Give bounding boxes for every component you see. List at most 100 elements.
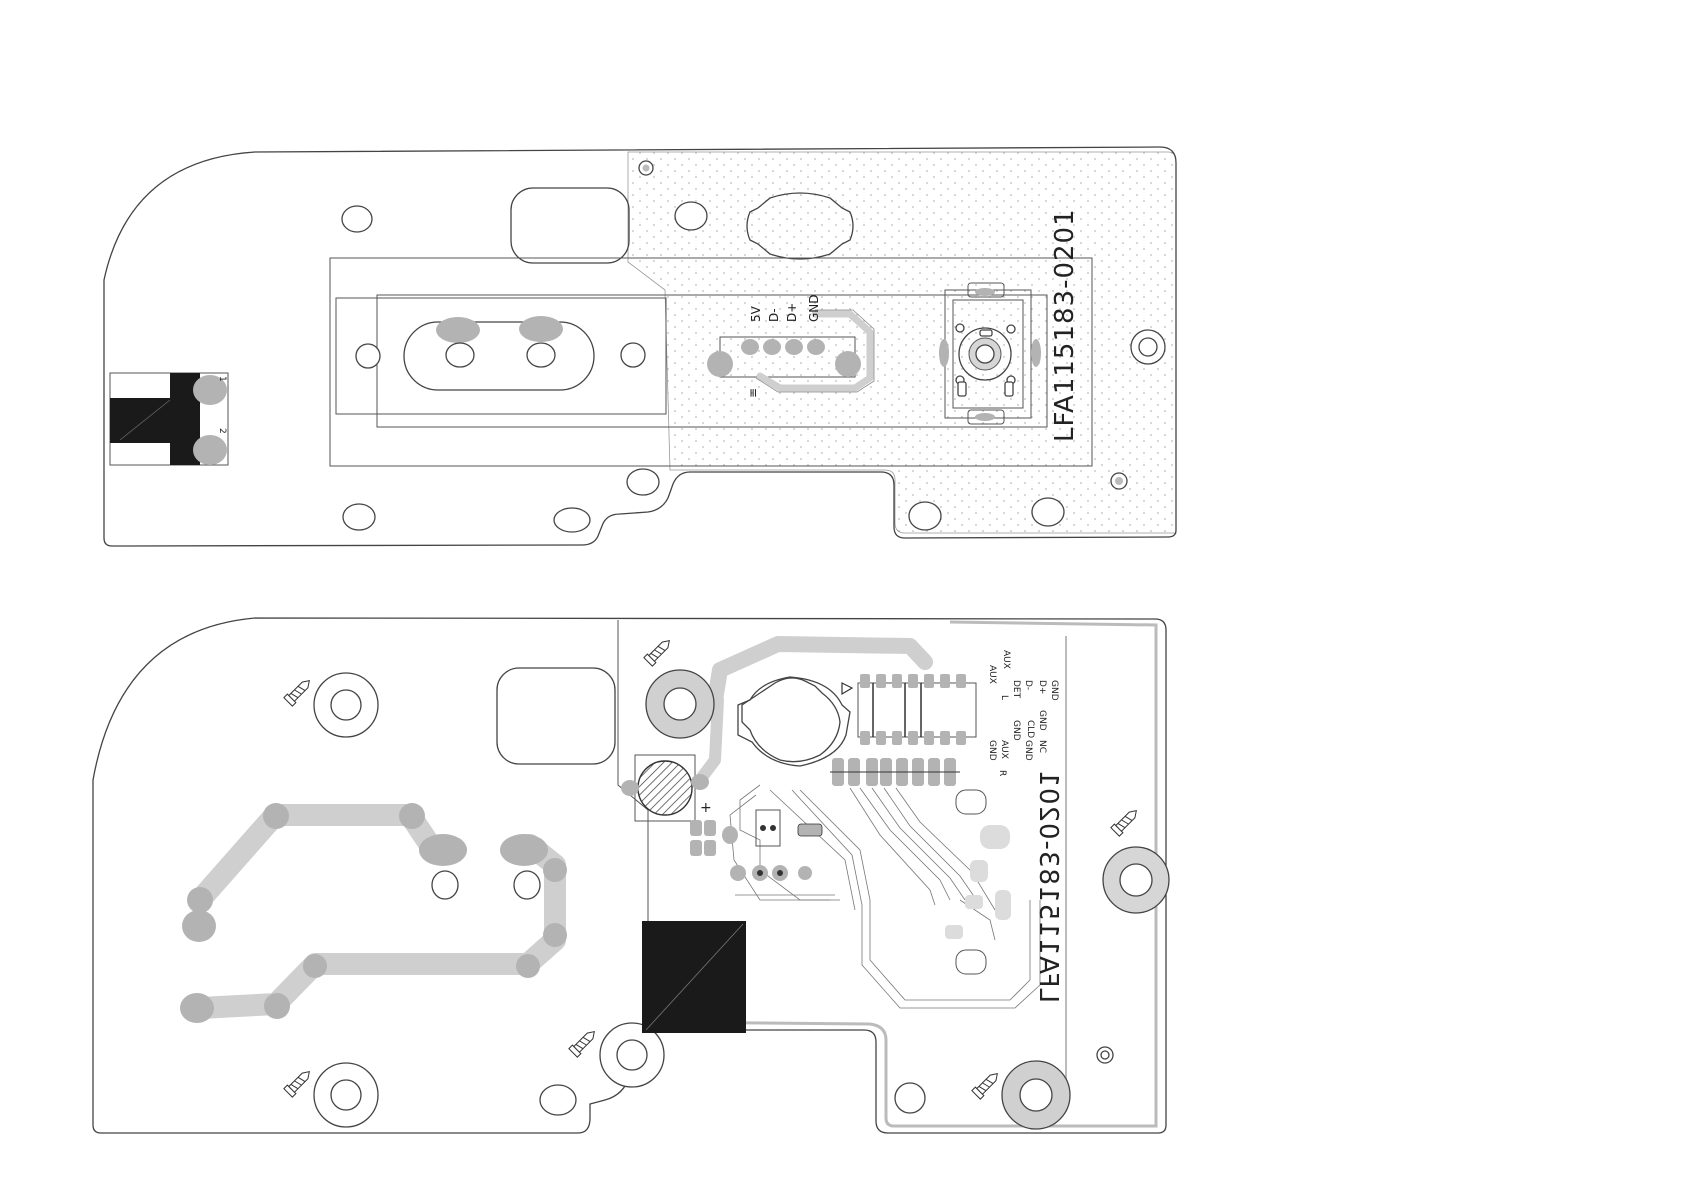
bottom-pin-label: L xyxy=(999,695,1009,700)
top-slot-hole xyxy=(356,344,380,368)
bottom-pin-label: AUX xyxy=(999,740,1009,759)
bottom-pin-label: R xyxy=(997,770,1007,776)
screw-icon xyxy=(284,676,314,706)
bottom-power-trace xyxy=(200,845,555,1008)
bottom-jack-hole xyxy=(432,871,458,899)
bottom-pin-label: GND xyxy=(987,740,997,761)
top-switch-pad xyxy=(1031,339,1041,367)
bottom-mounting-hole xyxy=(617,1040,647,1070)
screw-icon xyxy=(569,1027,599,1057)
top-part-number: LFA115183-0201 xyxy=(1050,208,1080,442)
top-via xyxy=(643,165,650,172)
top-usb-pin-pad xyxy=(741,339,759,355)
top-mounting-hole xyxy=(627,469,659,495)
top-pin-label: D+ xyxy=(785,303,799,322)
top-switch-actuator-core xyxy=(976,345,994,363)
bottom-trace-pad xyxy=(543,923,567,947)
top-connector-pin-label: 2 xyxy=(217,428,227,434)
bottom-trace-pad xyxy=(303,954,327,978)
top-pad xyxy=(436,317,480,343)
top-usb-pin-pad xyxy=(763,339,781,355)
bottom-pin-label: GND xyxy=(1023,740,1033,761)
top-usb-pin-pad xyxy=(785,339,803,355)
top-usb-pad xyxy=(835,351,861,377)
top-mounting-hole xyxy=(1032,498,1064,526)
bottom-polarity-mark: + xyxy=(700,800,712,816)
bottom-connector-frame xyxy=(858,683,976,737)
bottom-power-trace xyxy=(200,815,430,900)
top-switch-slot xyxy=(980,330,992,336)
bottom-small-hole xyxy=(540,1085,576,1115)
top-switch-pad xyxy=(939,339,949,367)
top-mounting-hole xyxy=(343,504,375,530)
bottom-notch-window xyxy=(497,668,615,764)
top-pin-one-mark: ≡ xyxy=(746,388,760,398)
bottom-pin-label: D- xyxy=(1023,680,1033,690)
top-pin-label: 5V xyxy=(749,305,763,322)
screw-icon xyxy=(972,1069,1002,1099)
bottom-pin-label: CLD xyxy=(1025,720,1035,738)
bottom-mounting-hole xyxy=(1120,864,1152,896)
top-switch-hole xyxy=(956,324,964,332)
bottom-mounting-hole xyxy=(331,1080,361,1110)
top-connector-fill xyxy=(110,398,172,443)
top-connector-pin-label: 1 xyxy=(217,376,227,382)
top-power-jack-slot xyxy=(404,322,594,390)
top-slot-hole xyxy=(621,343,645,367)
bottom-cap-pad xyxy=(621,780,639,796)
top-pin-label: GND xyxy=(807,294,821,322)
bottom-trace-pad xyxy=(187,887,213,913)
bottom-trace-pad xyxy=(264,993,290,1019)
top-board-shaded-region xyxy=(628,152,1176,533)
bottom-pin-one-mark xyxy=(842,683,852,694)
top-mounting-hole xyxy=(909,502,941,530)
bottom-mounting-hole xyxy=(331,690,361,720)
bottom-connector-pads xyxy=(860,674,966,745)
top-board-notch-window xyxy=(511,188,629,263)
bottom-trace-pad xyxy=(543,858,567,882)
top-pin-label: D- xyxy=(767,308,781,322)
bottom-inner-edge xyxy=(648,622,1156,1126)
bottom-mounting-hole xyxy=(664,688,696,720)
bottom-small-hole xyxy=(895,1083,925,1113)
top-switch-frame xyxy=(336,298,666,414)
bottom-jack-pad xyxy=(500,834,548,866)
bottom-fine-traces xyxy=(730,785,1040,1008)
bottom-mounting-hole xyxy=(1020,1079,1052,1111)
bottom-via xyxy=(1101,1051,1109,1059)
top-jack-hole xyxy=(446,343,474,367)
bottom-pin-label: DET xyxy=(1011,680,1021,699)
bottom-jack-pad xyxy=(419,834,467,866)
bottom-trace-pad xyxy=(399,803,425,829)
bottom-board: + xyxy=(93,618,1169,1133)
bottom-trace-pad xyxy=(516,954,540,978)
bottom-pin-label: GND xyxy=(1049,680,1059,701)
bottom-trace-pad xyxy=(182,910,216,942)
top-switch-slot xyxy=(958,382,966,396)
top-mounting-hole xyxy=(675,202,707,230)
bottom-pin-label: NC xyxy=(1037,740,1047,753)
top-switch-pad xyxy=(975,413,995,421)
top-via xyxy=(1139,338,1157,356)
bottom-part-number: LFA115183-0201 xyxy=(1033,769,1063,1003)
top-usb-pin-pad xyxy=(807,339,825,355)
top-switch-hole xyxy=(1007,325,1015,333)
bottom-jack-hole xyxy=(514,871,540,899)
bottom-pin-label: GND xyxy=(1037,710,1047,731)
top-board: 5V D- D+ GND ≡ LFA115183-0201 1 2 xyxy=(104,147,1176,546)
bottom-pin-label: AUX xyxy=(987,665,997,684)
top-connector-pad xyxy=(193,435,227,465)
bottom-cap-pad xyxy=(691,774,709,790)
top-usb-pad xyxy=(707,351,733,377)
screw-icon xyxy=(1111,806,1141,836)
top-switch-pad xyxy=(975,288,995,296)
bottom-resistor-row xyxy=(830,758,960,786)
bottom-pin-label: D+ xyxy=(1037,680,1047,694)
top-mounting-hole xyxy=(554,508,590,532)
bottom-pin-label-group: GND NC AUX GND R GND CLD GND DET AUX L D… xyxy=(987,650,1059,776)
bottom-trace-pad xyxy=(263,803,289,829)
top-pad xyxy=(519,316,563,342)
top-via xyxy=(1115,477,1123,485)
screw-icon xyxy=(644,636,674,666)
